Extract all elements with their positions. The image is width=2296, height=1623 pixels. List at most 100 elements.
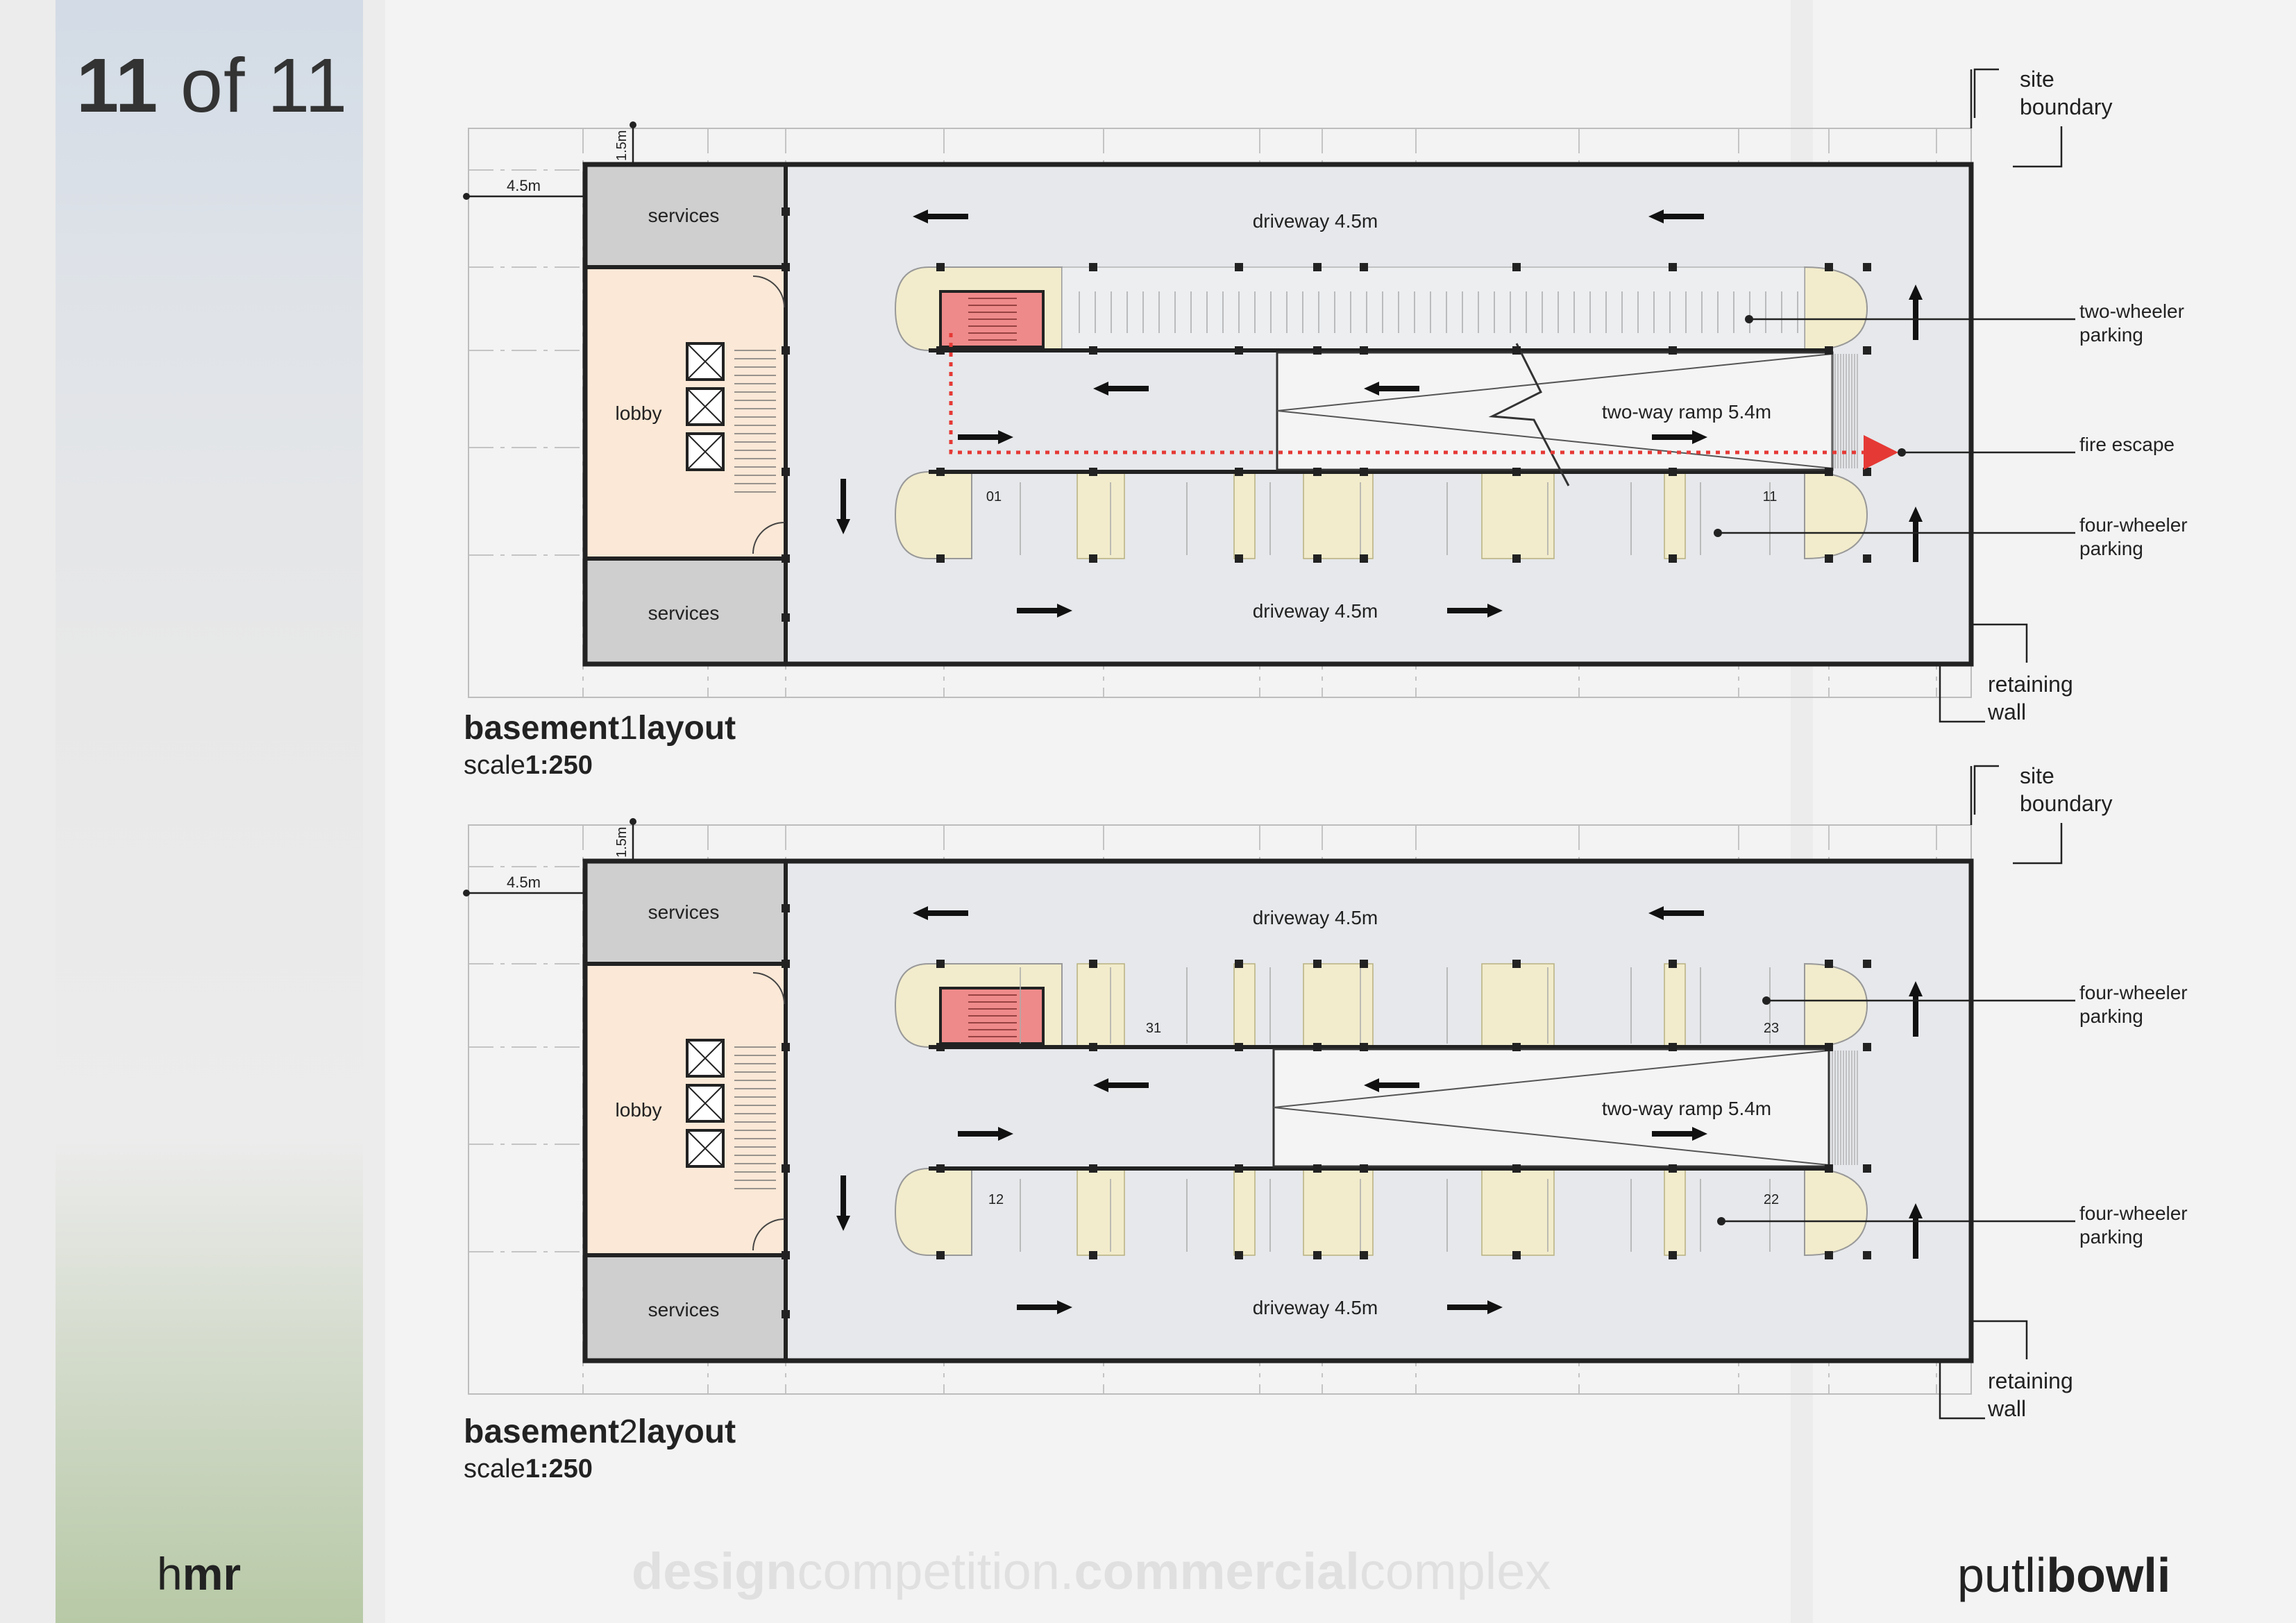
column-pad <box>1233 471 1256 559</box>
structural-column <box>1863 263 1871 271</box>
direction-arrow <box>913 906 968 920</box>
door-swing <box>752 972 785 1005</box>
structural-column <box>1360 1043 1368 1051</box>
lobby-label: lobby <box>616 402 662 424</box>
column-pad <box>1077 1168 1125 1256</box>
structural-column <box>1863 960 1871 968</box>
retaining-wall-text: wall <box>1987 699 2026 724</box>
structural-column <box>782 613 790 622</box>
site-boundary-text: site <box>2020 67 2054 92</box>
structural-column <box>1313 1043 1322 1051</box>
door-swing <box>752 275 785 308</box>
structural-column <box>936 554 945 563</box>
column-pad <box>1233 1168 1256 1256</box>
four-wheeler-callout-text-2: parking <box>2079 1005 2143 1027</box>
column-pad <box>1664 471 1686 559</box>
structural-column <box>1235 960 1243 968</box>
column-pad <box>1481 963 1555 1048</box>
direction-arrow <box>1447 604 1503 618</box>
structural-column <box>936 468 945 476</box>
structural-column <box>782 346 790 355</box>
column-pad <box>1481 1168 1555 1256</box>
ramp-slope-line <box>1273 1050 1830 1166</box>
stall-number: 12 <box>988 1192 1004 1207</box>
structural-column <box>1825 960 1833 968</box>
two-way-ramp <box>1276 351 1834 471</box>
island-end-pad <box>894 1168 972 1256</box>
structural-column <box>936 1164 945 1173</box>
direction-arrow <box>1447 1300 1503 1314</box>
structural-column <box>936 263 945 271</box>
structural-column <box>936 960 945 968</box>
basement1-title: basement1layout <box>464 710 736 747</box>
structural-column <box>1669 468 1677 476</box>
structural-column <box>1235 554 1243 563</box>
direction-arrow <box>836 1175 850 1231</box>
direction-arrow <box>913 210 968 223</box>
structural-column <box>1089 263 1097 271</box>
structural-column <box>1235 468 1243 476</box>
page-current: 11 <box>76 43 159 128</box>
column-pad <box>1303 1168 1374 1256</box>
lift-cross <box>686 1085 724 1122</box>
site-boundary-leader <box>2013 823 2063 865</box>
site-boundary-text: site <box>2020 763 2054 788</box>
direction-arrow <box>1017 604 1072 618</box>
direction-arrow <box>1652 1127 1707 1141</box>
structural-column <box>1235 1251 1243 1259</box>
driveway-label: driveway 4.5m <box>1253 907 1378 928</box>
structural-column <box>936 1251 945 1259</box>
stall-number: 23 <box>1764 1021 1779 1036</box>
structural-column <box>1863 1043 1871 1051</box>
render-image-band <box>56 0 363 1623</box>
structural-column <box>1669 263 1677 271</box>
site-boundary-leader <box>1973 68 1999 118</box>
structural-column <box>1313 346 1322 355</box>
structural-column <box>1512 1251 1521 1259</box>
driveway-label: driveway 4.5m <box>1253 1297 1378 1318</box>
direction-arrow <box>1652 430 1707 444</box>
column-pad <box>1664 963 1686 1048</box>
structural-column <box>782 960 790 968</box>
dimension-dot <box>463 890 470 897</box>
two-wheeler-callout-dot <box>1745 315 1753 323</box>
structural-column <box>1089 554 1097 563</box>
structural-column <box>1089 1164 1097 1173</box>
structural-column <box>782 263 790 271</box>
structural-column <box>1360 554 1368 563</box>
structural-column <box>1360 263 1368 271</box>
page-separator: of <box>180 43 246 128</box>
direction-arrow <box>1093 382 1149 396</box>
dimension-dot <box>630 121 636 128</box>
structural-column <box>1313 554 1322 563</box>
retaining-wall-leader <box>1939 663 1985 723</box>
structural-column <box>1512 1164 1521 1173</box>
direction-arrow <box>958 1127 1013 1141</box>
column-pad <box>1664 1168 1686 1256</box>
ramp-break-line <box>1488 343 1570 486</box>
column-pad <box>1077 963 1125 1048</box>
structural-column <box>1360 1164 1368 1173</box>
dimension-setback-label: 4.5m <box>507 177 541 194</box>
structural-column <box>782 1043 790 1051</box>
structural-column <box>1669 1164 1677 1173</box>
structural-column <box>1512 263 1521 271</box>
structural-column <box>1313 263 1322 271</box>
fire-escape-callout-text: fire escape <box>2079 434 2175 455</box>
four-wheeler-callout-dot <box>1762 996 1771 1005</box>
retaining-wall-text: wall <box>1987 1396 2026 1421</box>
stall-number: 22 <box>1764 1192 1779 1207</box>
column-pad <box>1233 963 1256 1048</box>
direction-arrow <box>836 479 850 534</box>
structural-column <box>782 1251 790 1259</box>
two-wheeler-callout-text-2: parking <box>2079 324 2143 346</box>
fire-escape-stair <box>939 290 1045 348</box>
driveway-label: driveway 4.5m <box>1253 600 1378 622</box>
structural-column <box>1235 346 1243 355</box>
structural-column <box>1825 1251 1833 1259</box>
column-pad <box>1077 471 1125 559</box>
ramp-label: two-way ramp 5.4m <box>1602 1098 1771 1119</box>
column-pad <box>1481 471 1555 559</box>
direction-arrow <box>1648 210 1704 223</box>
